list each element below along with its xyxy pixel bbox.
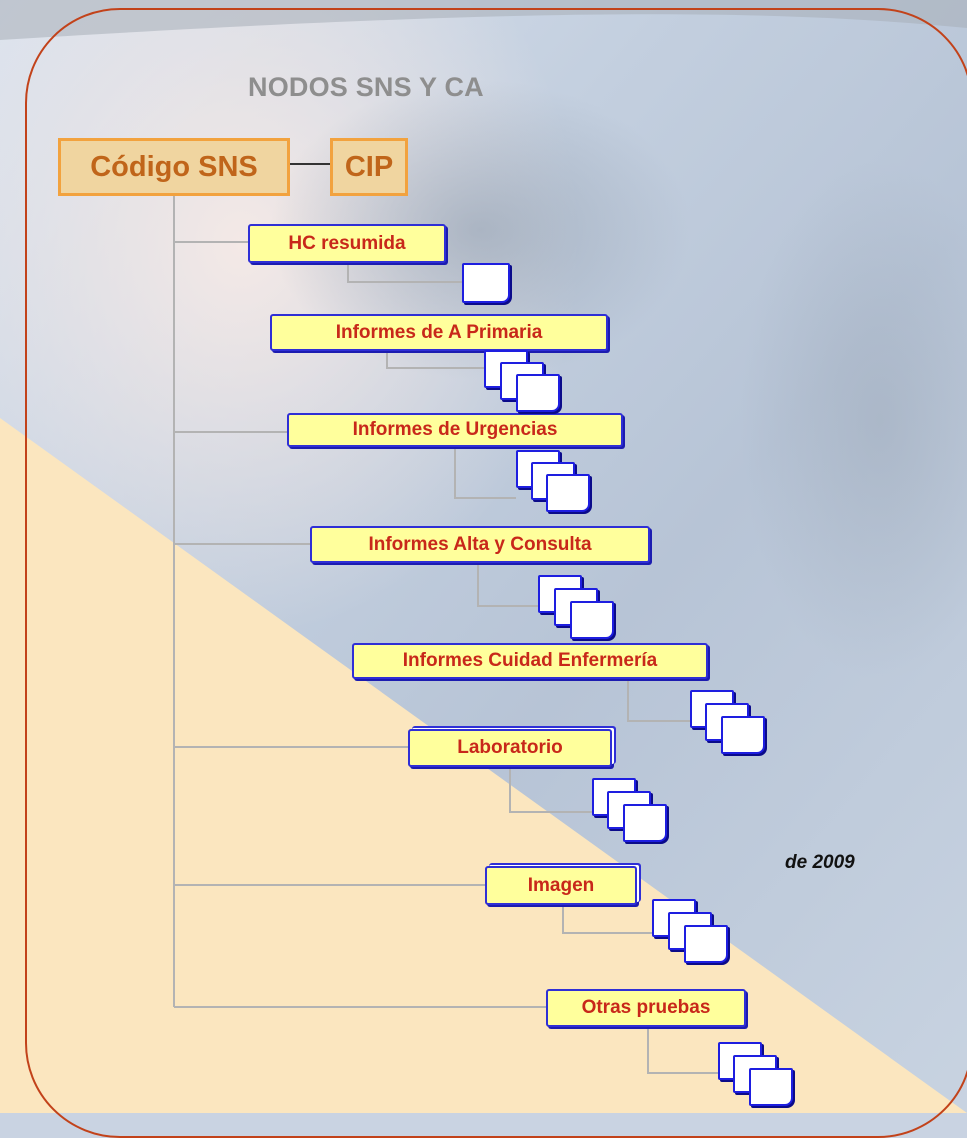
document-icon (749, 1068, 793, 1106)
document-icon (623, 804, 667, 842)
node-hc-resumida: HC resumida (248, 224, 446, 263)
page-title: NODOS SNS Y CA (248, 72, 484, 102)
cip-box: CIP (330, 138, 408, 196)
codigo-sns-box: Código SNS (58, 138, 290, 196)
node-informes-cuidad-enfermeria: Informes Cuidad Enfermería (352, 643, 708, 679)
document-icon (516, 374, 560, 412)
document-icon (546, 474, 590, 512)
node-otras-pruebas: Otras pruebas (546, 989, 746, 1027)
node-imagen: Imagen (485, 866, 637, 905)
document-icon (570, 601, 614, 639)
node-laboratorio: Laboratorio (408, 729, 612, 767)
document-icon (684, 925, 728, 963)
footer-date: de 2009 (785, 852, 855, 873)
node-informes-a-primaria: Informes de A Primaria (270, 314, 608, 351)
document-icon (721, 716, 765, 754)
node-informes-urgencias: Informes de Urgencias (287, 413, 623, 447)
node-informes-alta-consulta: Informes Alta y Consulta (310, 526, 650, 563)
document-icon (462, 263, 510, 303)
